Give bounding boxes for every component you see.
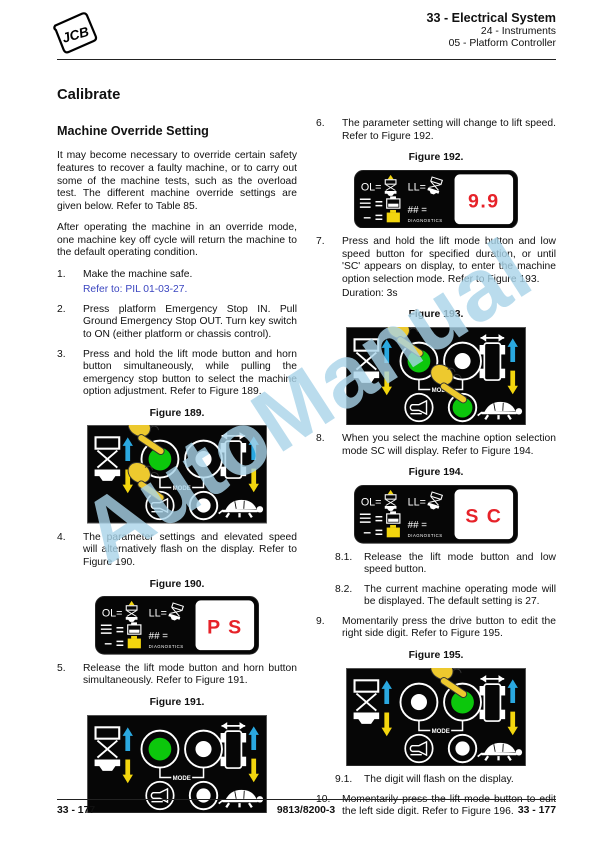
override-paragraph: After operating the machine in an overri… [57,222,297,259]
svg-text:OL=: OL= [361,181,382,193]
step-number: 8.1. [335,551,353,563]
svg-text:DIAGNOSTICS: DIAGNOSTICS [408,533,443,538]
jcb-logo-text: JCB [60,24,90,46]
chapter-title: 33 - Electrical System [426,11,556,25]
figure-195-control-panel: MODE [316,658,556,767]
step-text: The digit will flash on the display. [364,774,514,786]
step-number: 3. [57,348,66,360]
step-text: The current machine operating mode will … [364,583,556,608]
svg-text:OL=: OL= [102,608,123,620]
step-9-1: 9.1. The digit will flash on the display… [316,774,556,787]
step-number: 7. [316,236,325,248]
step-7: 7. Press and hold the lift mode button a… [316,236,556,286]
step-1: 1. Make the machine safe. Refer to: PIL … [57,269,297,297]
step-number: 8.2. [335,583,353,595]
svg-text:LL=: LL= [149,608,167,620]
step-text: Release the lift mode button and horn bu… [83,662,297,687]
subsection-title: 05 - Platform Controller [448,38,556,50]
section-title: 24 - Instruments [480,25,556,37]
step-4: 4. The parameter settings and elevated s… [57,532,297,570]
step-number: 9.1. [335,774,353,786]
step-number: 4. [57,531,66,543]
left-column: Calibrate Machine Override Setting It ma… [57,86,297,821]
figure-190-caption: Figure 190. [149,578,205,590]
step-8-2: 8.2. The current machine operating mode … [316,584,556,609]
svg-text:DIAGNOSTICS: DIAGNOSTICS [408,218,443,223]
step-text: The parameter setting will change to lif… [342,118,556,142]
figure-191-control-panel: MODE [57,714,297,814]
figure-192-caption: Figure 192. [408,152,464,164]
svg-text:P S: P S [207,617,243,639]
footer-document-number: 9813/8200-3 [276,805,336,816]
step-8: 8. When you select the machine option se… [316,433,556,458]
step-text: Press and hold the lift mode button and … [342,236,556,285]
figure-195-caption: Figure 195. [408,649,464,661]
step-number: 6. [316,118,325,129]
step-text: When you select the machine option selec… [342,433,556,457]
svg-text:DIAGNOSTICS: DIAGNOSTICS [149,644,184,649]
page-heading: Calibrate [57,87,121,103]
step-number: 9. [316,615,325,627]
step-number: 2. [57,303,66,315]
figure-193-control-panel: MODE [316,317,556,426]
svg-text:MODE: MODE [432,729,450,735]
figure-194-caption: Figure 194. [408,467,464,479]
figure-193-caption: Figure 193. [408,309,464,321]
svg-text:MODE: MODE [173,486,191,492]
step-text: Make the machine safe. Refer to: PIL 01-… [83,269,297,297]
jcb-logo: JCB [50,12,100,63]
svg-text:OL=: OL= [361,497,382,509]
step-number: 8. [316,433,325,445]
svg-text:MODE: MODE [173,776,191,782]
step-1-text: Make the machine safe. [83,268,193,280]
step-5: 5. Release the lift mode button and horn… [57,663,297,688]
figure-191-caption: Figure 191. [149,696,205,708]
page-header: 33 - Electrical System 24 - Instruments … [426,11,556,50]
svg-text:LL=: LL= [408,181,426,193]
svg-text:## =: ## = [149,631,169,642]
footer-page-number-left: 33 - 177 [57,805,96,816]
step-text: Press platform Emergency Stop IN. Pull G… [83,303,297,340]
step-text: The parameter settings and elevated spee… [83,531,297,568]
step-text: Momentarily press the drive button to ed… [342,615,556,640]
figure-189-caption: Figure 189. [149,407,205,419]
figure-189-control-panel: MODE [57,415,297,524]
figure-194-display: S C OL= LL= ## = DIAGNOSTICS [316,485,556,544]
svg-text:S C: S C [465,506,502,528]
step-number: 1. [57,268,66,280]
footer-rule [57,799,556,800]
step-8-1: 8.1. Release the lift mode button and lo… [316,552,556,577]
svg-text:LL=: LL= [408,497,426,509]
svg-text:MODE: MODE [432,388,450,394]
step-6: 6. The parameter setting will change to … [316,118,556,143]
step-number: 5. [57,662,66,674]
right-column: 6. The parameter setting will change to … [316,118,556,826]
step-text: Release the lift mode button and low spe… [364,551,556,576]
footer-page-number-right: 33 - 177 [517,805,556,816]
header-rule [57,59,556,60]
svg-text:## =: ## = [408,205,428,216]
section-heading: Machine Override Setting [57,124,209,139]
svg-text:## =: ## = [408,520,428,531]
step-text: Press and hold the lift mode button and … [83,348,297,398]
intro-paragraph: It may become necessary to override cert… [57,150,297,212]
duration-note: Duration: 3s [342,287,398,299]
svg-text:9.9: 9.9 [468,190,500,212]
step-2: 2. Press platform Emergency Stop IN. Pul… [57,304,297,342]
figure-192-display: 9.9 OL= LL= ## = DIAGNOSTICS [316,169,556,229]
step-9: 9. Momentarily press the drive button to… [316,616,556,641]
figure-190-display: P S OL= LL= ## = DIAGNOSTICS [57,596,297,655]
pil-reference-link[interactable]: Refer to: PIL 01-03-27. [83,284,188,296]
step-3: 3. Press and hold the lift mode button a… [57,349,297,399]
